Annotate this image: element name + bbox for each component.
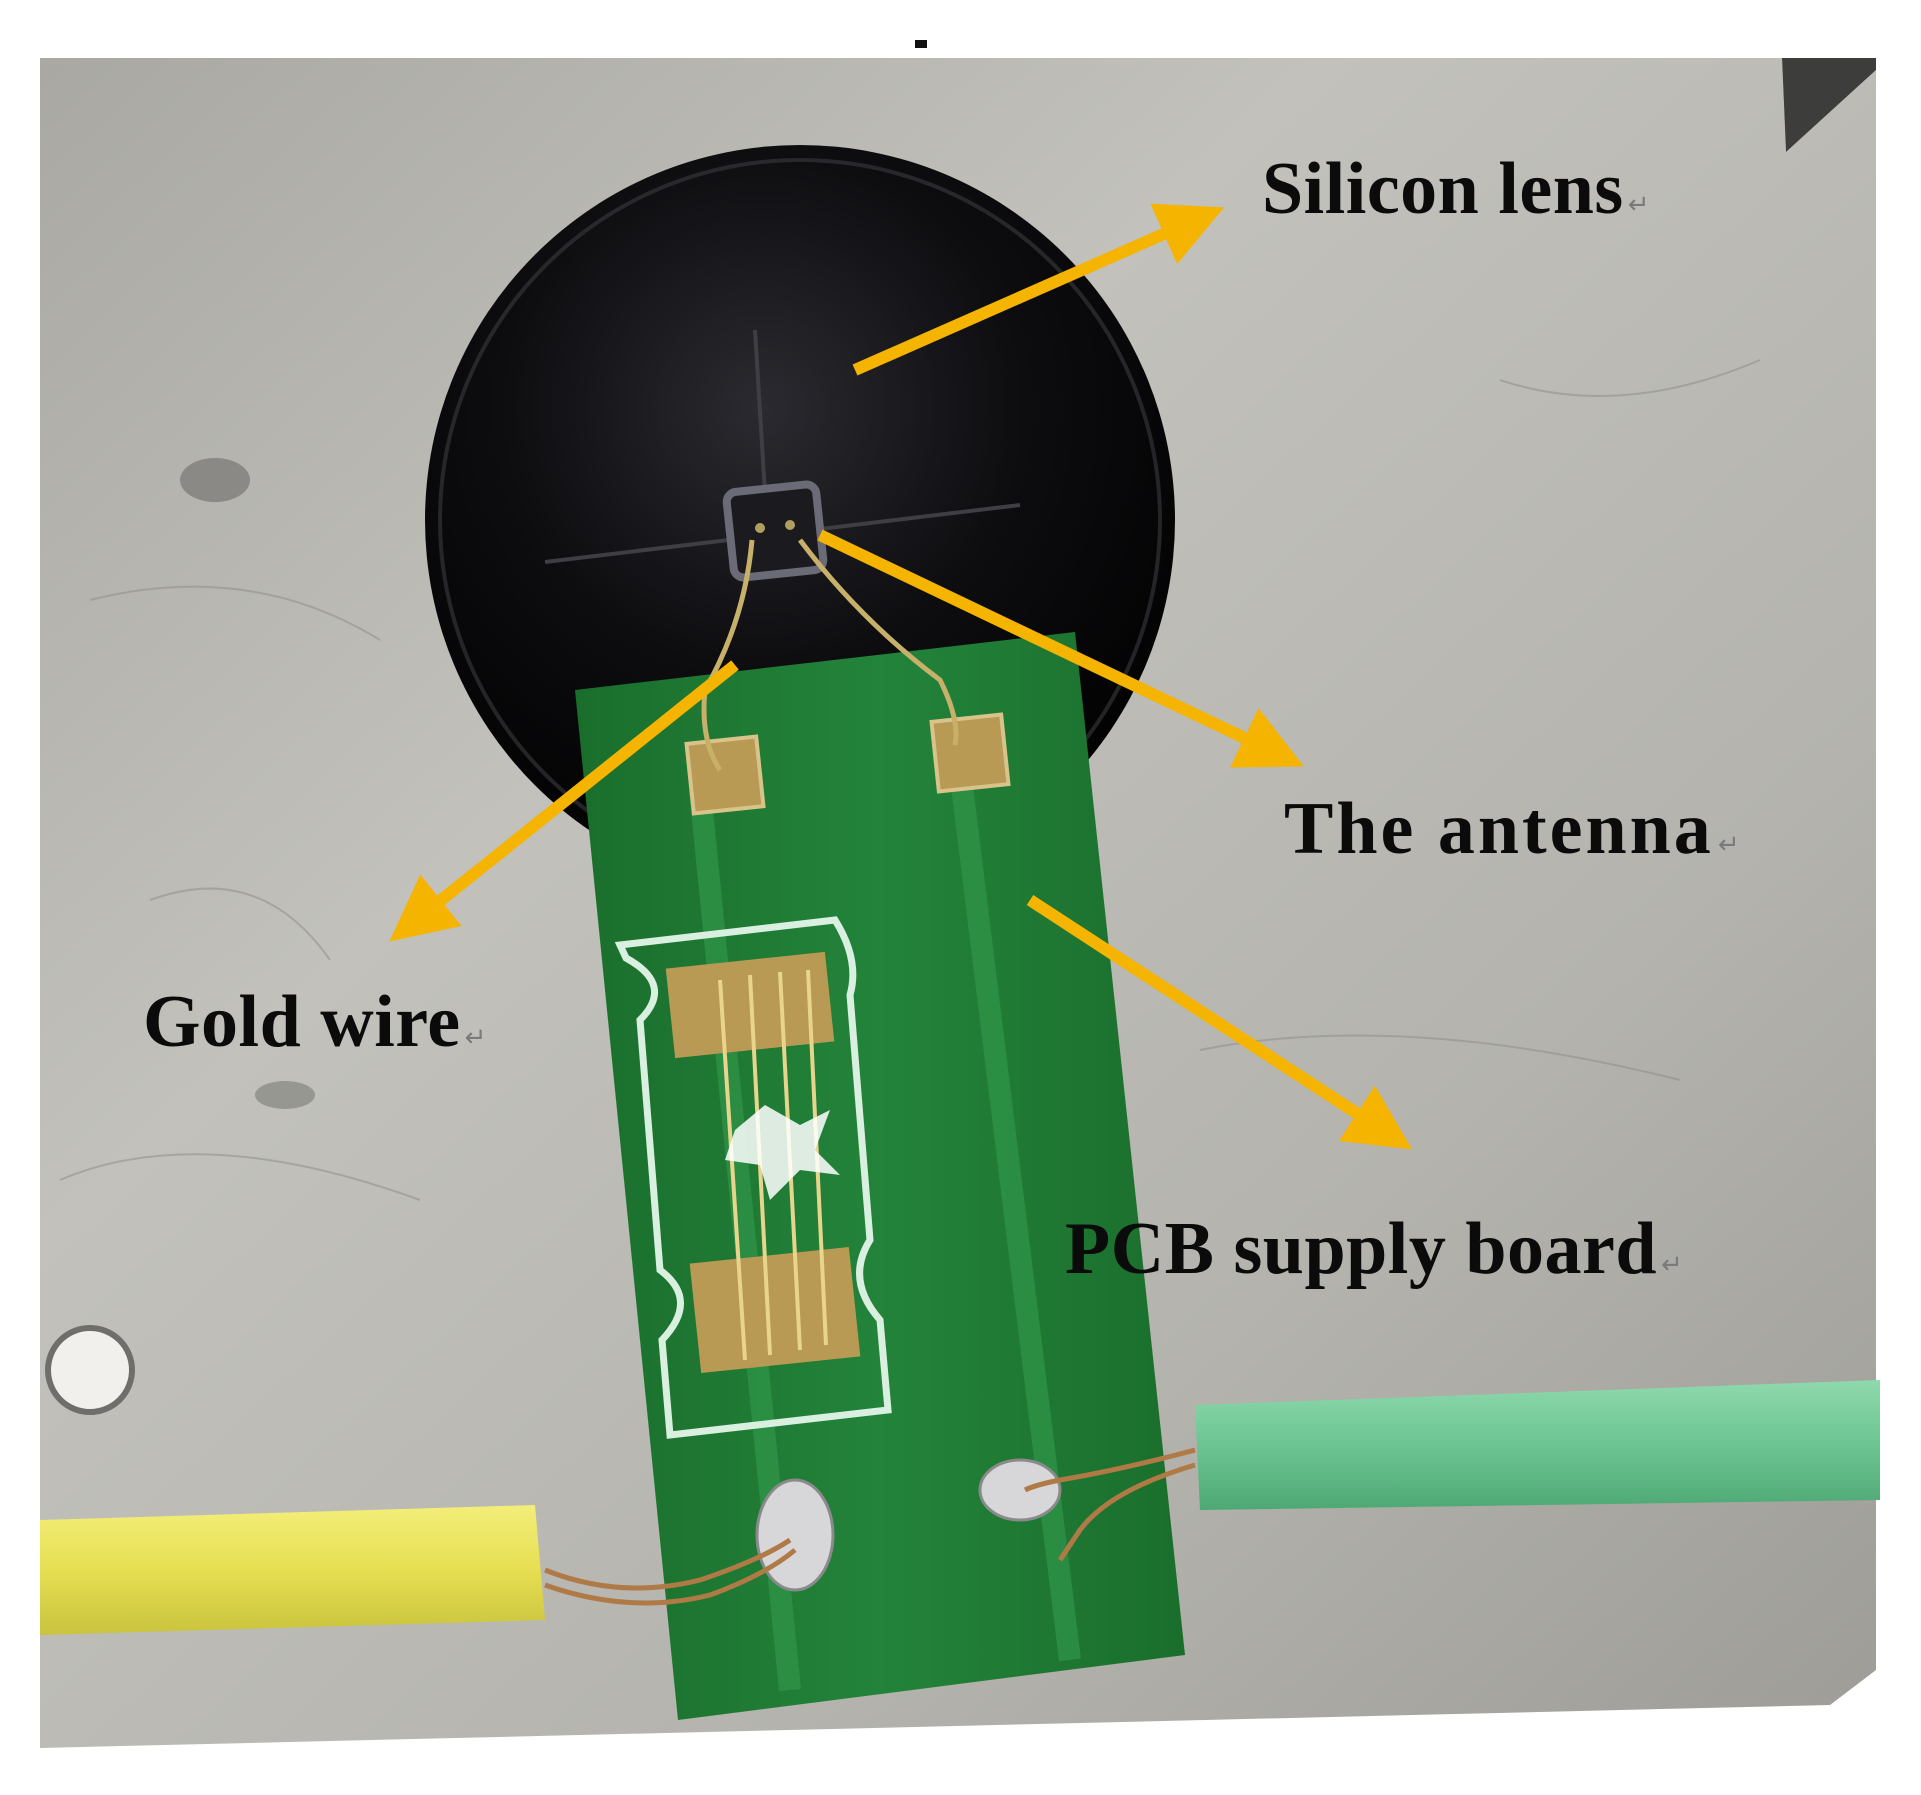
- arrow-antenna: [817, 529, 1304, 768]
- solder-joint-left: [755, 1478, 835, 1592]
- bond-pad-right: [929, 712, 1011, 794]
- label-pcb-board-text: PCB supply board: [1065, 1208, 1657, 1290]
- return-mark: ↵: [1627, 190, 1650, 220]
- label-antenna: The antenna↵: [1284, 792, 1743, 866]
- label-antenna-text: The antenna: [1284, 788, 1714, 870]
- label-silicon-lens: Silicon lens↵: [1262, 152, 1650, 226]
- arrow-gold-wire: [389, 660, 739, 942]
- gold-wire-right: [798, 538, 959, 746]
- mounting-hole: [45, 1325, 135, 1415]
- label-gold-wire-text: Gold wire: [143, 981, 461, 1063]
- antenna-chip: [722, 480, 828, 582]
- label-silicon-lens-text: Silicon lens: [1262, 148, 1624, 230]
- arrow-pcb-board: [1026, 894, 1413, 1150]
- ic-outline: [614, 916, 892, 1439]
- label-pcb-board: PCB supply board↵: [1065, 1212, 1683, 1286]
- yellow-wire: [40, 1505, 545, 1635]
- return-mark: ↵: [1660, 1250, 1684, 1280]
- arrow-silicon-lens: [852, 203, 1225, 376]
- return-mark: ↵: [464, 1023, 487, 1053]
- return-mark: ↵: [1717, 830, 1743, 860]
- bond-pad-left: [684, 734, 766, 816]
- green-wire: [1195, 1380, 1880, 1510]
- label-gold-wire: Gold wire↵: [143, 985, 487, 1059]
- solder-joint-right: [978, 1458, 1062, 1522]
